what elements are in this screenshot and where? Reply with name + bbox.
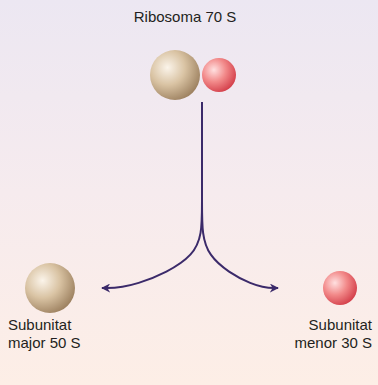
large-subunit-sphere [25,263,75,313]
small-subunit-node: Subunitat menor 30 S [280,262,372,352]
large-subunit-picture [24,262,76,314]
ribosome-picture [130,48,240,102]
node-label: Subunitat major 50 S [8,316,100,352]
small-subunit-picture [320,262,360,314]
split-arrow [202,102,278,288]
ribosome-node: Ribosoma 70 S [130,8,240,102]
node-label: Subunitat menor 30 S [280,316,372,352]
small-subunit-sphere [202,58,236,92]
large-subunit-sphere [150,50,200,100]
small-subunit-sphere [323,271,357,305]
node-label: Ribosoma 70 S [130,8,240,26]
split-arrow [102,102,202,288]
large-subunit-node: Subunitat major 50 S [8,262,100,352]
